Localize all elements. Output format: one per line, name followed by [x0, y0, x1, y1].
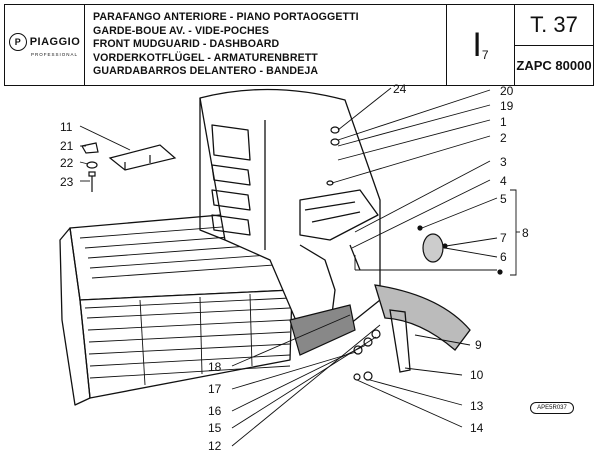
callout-6: 6 — [500, 250, 507, 264]
brand-subtitle: PROFESSIONAL — [30, 52, 78, 57]
callout-labels: 24 20 19 1 2 3 4 5 7 6 8 11 21 22 23 9 1… — [60, 82, 529, 453]
title-line-it: PARAFANGO ANTERIORE - PIANO PORTAOGGETTI — [93, 11, 359, 23]
callout-14: 14 — [470, 421, 484, 435]
leader-lines — [79, 87, 520, 447]
callout-11: 11 — [60, 120, 73, 134]
callout-15: 15 — [208, 421, 222, 435]
callout-8: 8 — [522, 226, 529, 240]
cargo-bed-drawing — [59, 211, 301, 406]
callout-12: 12 — [208, 439, 222, 453]
callout-22: 22 — [60, 156, 74, 170]
callout-3: 3 — [500, 155, 507, 169]
callout-13: 13 — [470, 399, 484, 413]
title-block: P PIAGGIO PROFESSIONAL PARAFANGO ANTERIO… — [4, 4, 594, 86]
title-line-en: FRONT MUDGUARID - DASHBOARD — [93, 38, 280, 51]
callout-5: 5 — [500, 192, 507, 206]
title-cell: PARAFANGO ANTERIORE - PIANO PORTAOGGETTI… — [85, 5, 447, 85]
section-letter: I — [472, 26, 482, 64]
callout-23: 23 — [60, 175, 74, 189]
piaggio-emblem-icon: P — [8, 33, 27, 51]
callout-7: 7 — [500, 231, 507, 245]
model-code: ZAPC 80000 — [516, 57, 592, 73]
section-subscript: 7 — [481, 48, 489, 62]
brand-name: PIAGGIO — [29, 36, 81, 48]
callout-24: 24 — [393, 82, 407, 96]
title-line-de: VORDERKOTFLÜGEL - ARMATURENBRETT — [93, 51, 318, 64]
callout-2: 2 — [500, 131, 507, 145]
callout-9: 9 — [475, 338, 482, 352]
table-number: T. 37 — [515, 5, 593, 46]
callout-1: 1 — [500, 115, 507, 129]
callout-21: 21 — [60, 139, 74, 153]
title-line-fr: GARDE-BOUE AV. - VIDE-POCHES — [93, 24, 270, 37]
table-cell: T. 37 ZAPC 80000 — [515, 5, 593, 85]
callout-17: 17 — [208, 382, 222, 396]
callout-10: 10 — [470, 368, 484, 382]
title-line-es: GUARDABARROS DELANTERO - BANDEJA — [93, 65, 319, 78]
piaggio-logo: P PIAGGIO PROFESSIONAL — [8, 33, 81, 57]
logo-cell: P PIAGGIO PROFESSIONAL — [5, 5, 85, 85]
callout-18: 18 — [208, 360, 222, 374]
callout-19: 19 — [500, 99, 514, 113]
drawing-reference-code: APE5R037 — [530, 402, 574, 414]
callout-20: 20 — [500, 84, 514, 98]
floor-panel-drawing — [289, 304, 356, 356]
callout-16: 16 — [208, 404, 222, 418]
bracket-drawing — [108, 144, 177, 171]
cab-drawing — [199, 88, 381, 341]
callout-4: 4 — [500, 174, 507, 188]
mudguard-drawing — [374, 284, 471, 373]
